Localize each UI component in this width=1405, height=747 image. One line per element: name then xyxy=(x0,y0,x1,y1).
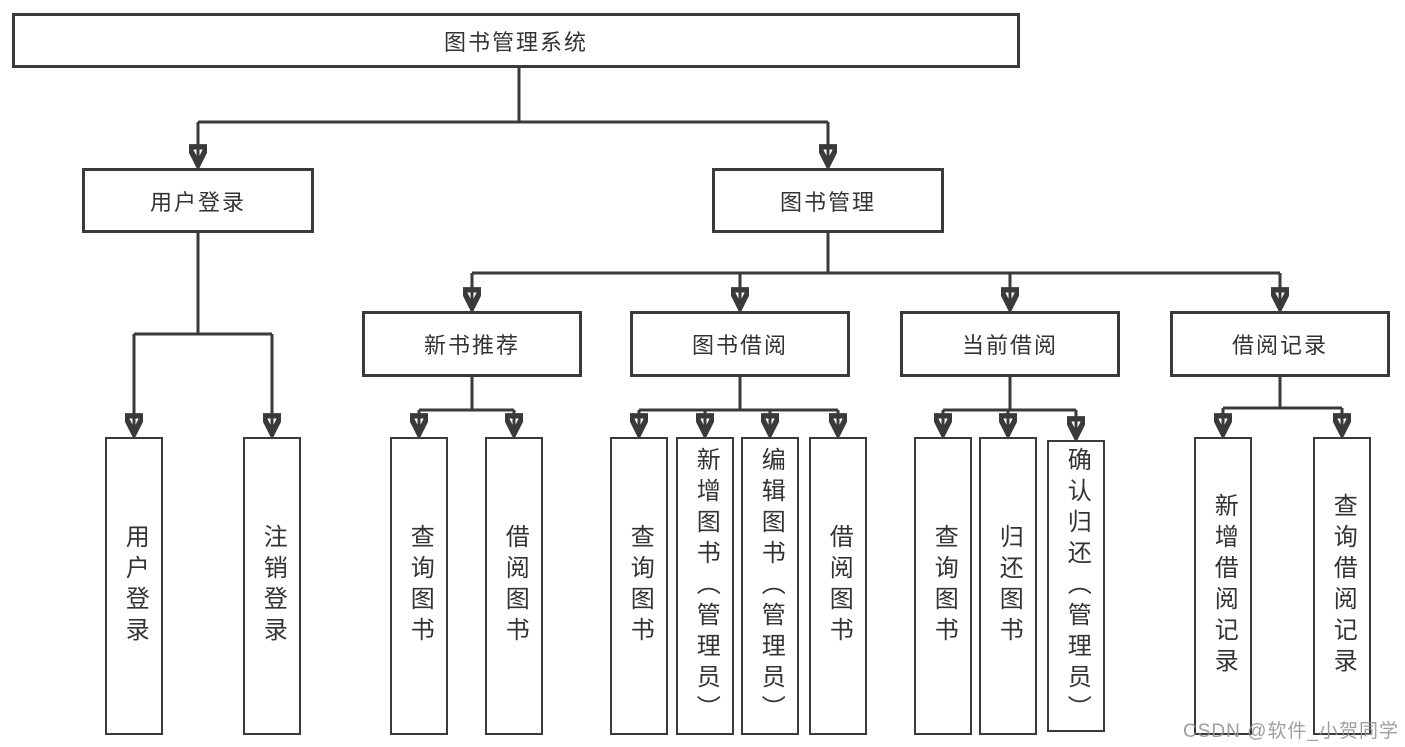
connector-borrow-records-split xyxy=(1223,377,1342,410)
leaf-return-book: 归还图书 xyxy=(979,437,1037,735)
node-book-management: 图书管理 xyxy=(712,168,944,233)
leaf-query-books-recommend: 查询图书 xyxy=(390,437,448,735)
leaf-add-borrow-record: 新增借阅记录 xyxy=(1194,437,1252,735)
node-borrow-records: 借阅记录 xyxy=(1170,311,1390,377)
leaf-query-books-borrow: 查询图书 xyxy=(610,437,668,735)
node-current-borrow: 当前借阅 xyxy=(900,311,1120,377)
leaf-add-book-admin: 新增图书（管理员） xyxy=(676,437,734,735)
leaf-confirm-return-admin: 确认归还（管理员） xyxy=(1047,440,1105,732)
leaf-query-books-current: 查询图书 xyxy=(914,437,972,735)
leaf-borrow-books-borrow: 借阅图书 xyxy=(809,437,867,735)
leaf-query-borrow-record: 查询借阅记录 xyxy=(1313,437,1371,735)
node-book-borrow: 图书借阅 xyxy=(630,311,850,377)
connector-new-book-split xyxy=(419,377,514,412)
leaf-borrow-books-recommend: 借阅图书 xyxy=(485,437,543,735)
connector-root-split xyxy=(198,68,828,124)
node-new-book-recommend: 新书推荐 xyxy=(362,311,582,377)
leaf-edit-book-admin: 编辑图书（管理员） xyxy=(741,437,799,735)
leaf-logout: 注销登录 xyxy=(243,437,301,735)
connector-user-login-split xyxy=(134,233,272,336)
node-root-library-management-system: 图书管理系统 xyxy=(12,13,1020,68)
connector-current-borrow-split xyxy=(943,377,1076,412)
connector-book-management-split xyxy=(472,233,1280,275)
leaf-user-login: 用户登录 xyxy=(105,437,163,735)
csdn-watermark: CSDN @软件_小贺同学 xyxy=(1183,721,1399,742)
node-user-login: 用户登录 xyxy=(82,168,314,233)
connector-book-borrow-split xyxy=(639,377,838,412)
